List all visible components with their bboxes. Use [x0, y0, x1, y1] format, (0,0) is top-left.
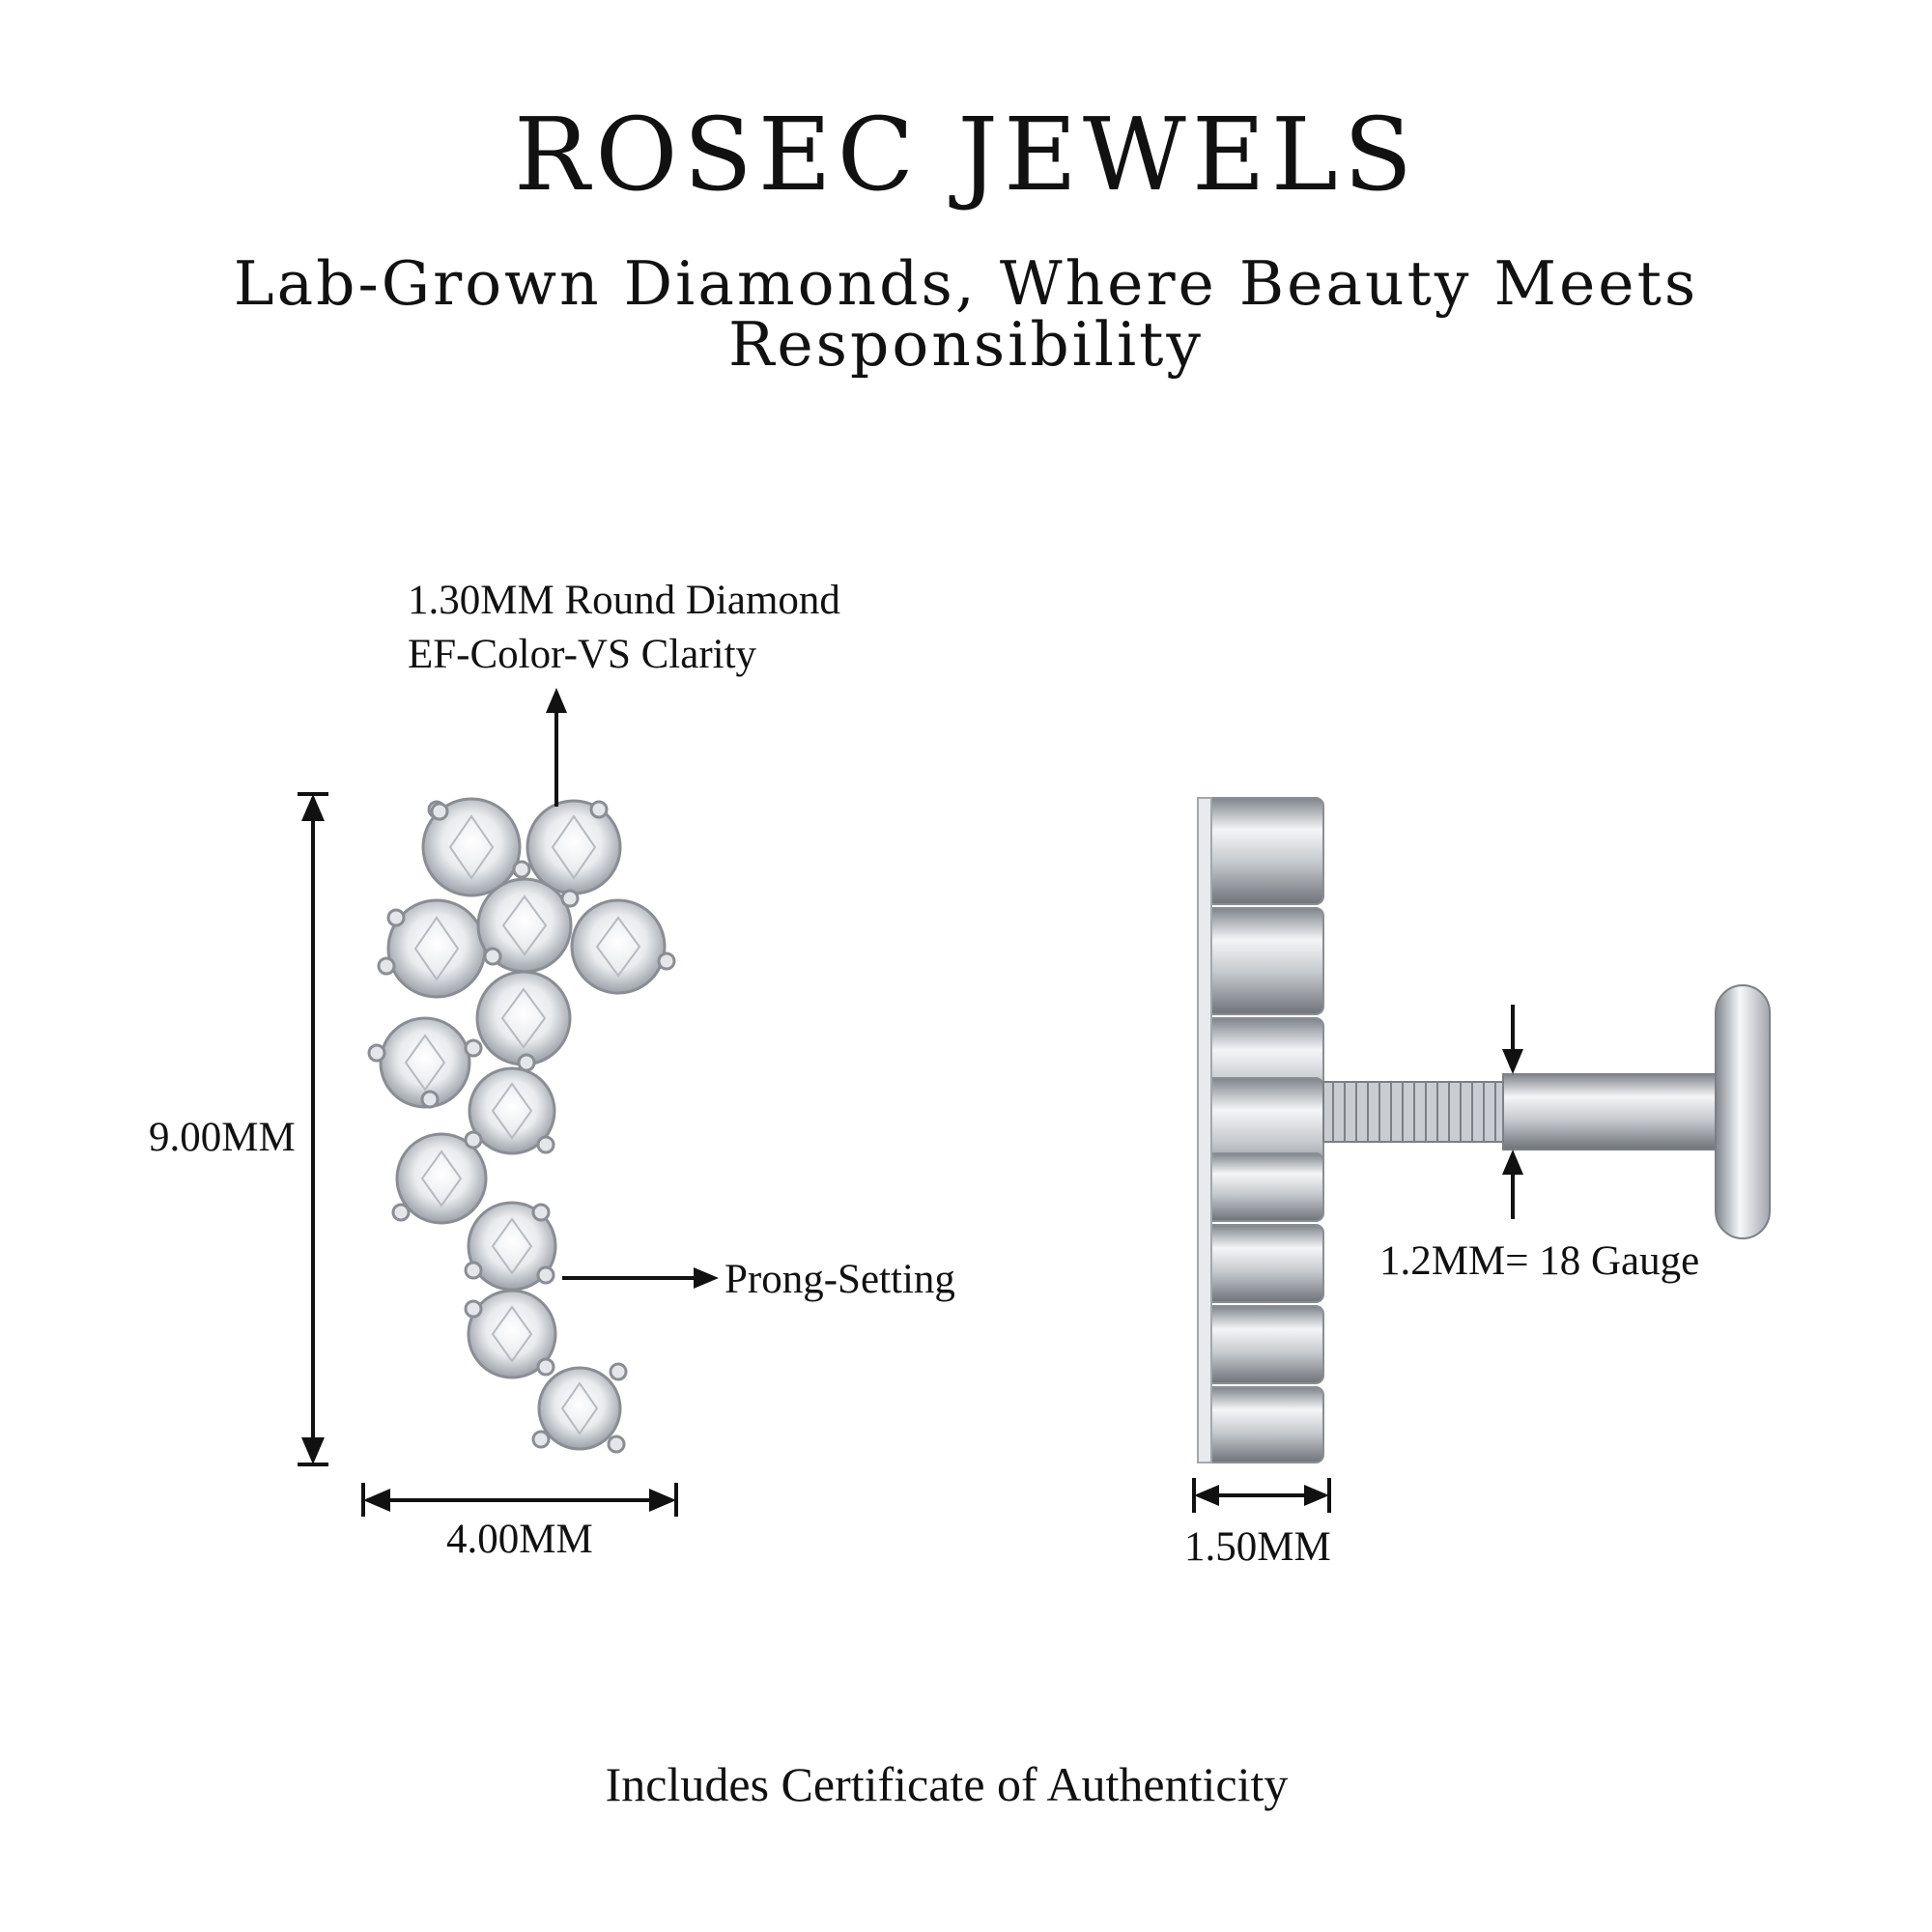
gem-edge: [1197, 797, 1212, 1463]
depth-label: 1.50MM: [1184, 1524, 1331, 1570]
setting-arrow: [562, 1267, 719, 1289]
prong-beads: [367, 800, 676, 1454]
front-view-earring: [367, 797, 676, 1454]
setting-label: Prong-Setting: [724, 1257, 955, 1302]
width-label: 4.00MM: [446, 1517, 593, 1562]
height-dimension: [298, 792, 328, 1466]
smooth-shaft: [1502, 1073, 1730, 1151]
thread-lines: [1332, 1082, 1496, 1142]
side-bar-segments: [1203, 797, 1324, 1463]
diamond-facets: [404, 814, 641, 1435]
stone-spec-line1: 1.30MM Round Diamond: [408, 578, 840, 623]
diamond-stones: [379, 797, 667, 1451]
gauge-dimension: [1502, 1005, 1523, 1219]
stone-spec-line2: EF-Color-VS Clarity: [408, 632, 757, 677]
certificate-note: Includes Certificate of Authenticity: [605, 1757, 1289, 1811]
gauge-label: 1.2MM= 18 Gauge: [1379, 1238, 1700, 1284]
brand-tagline: Lab-Grown Diamonds, Where Beauty Meets R…: [233, 248, 1699, 380]
side-view-earring: [1197, 797, 1771, 1463]
height-label: 9.00MM: [149, 1115, 296, 1160]
stone-spec-arrow: [546, 688, 567, 807]
disc-back: [1715, 984, 1771, 1239]
width-dimension: [361, 1483, 678, 1517]
depth-dimension: [1192, 1478, 1331, 1513]
brand-title: ROSEC JEWELS: [513, 96, 1419, 213]
